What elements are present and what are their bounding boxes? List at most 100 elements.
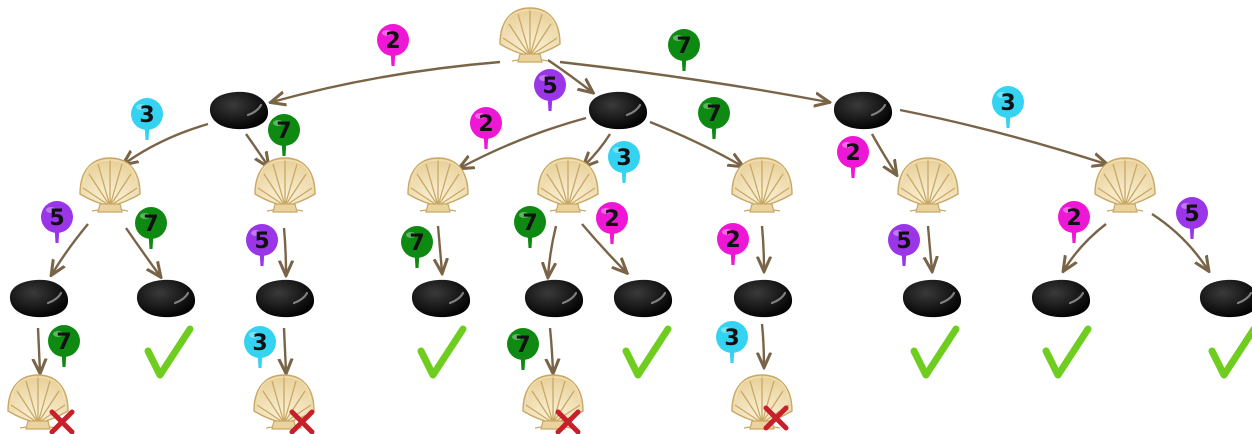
value-pin: 5 [41, 201, 73, 243]
value-pin: 2 [596, 202, 628, 244]
checkmark-icon [1042, 325, 1092, 379]
pin-number: 2 [725, 228, 740, 253]
edge-arrow [284, 227, 286, 274]
value-pin: 5 [1176, 197, 1208, 239]
shell-node [537, 157, 599, 213]
cross-icon [555, 409, 581, 434]
stone-node [587, 90, 649, 131]
pin-number: 7 [515, 333, 530, 358]
pin-number: 7 [676, 34, 691, 59]
stone-node [8, 278, 70, 319]
edge-arrow [52, 223, 89, 274]
shell-node [522, 374, 584, 430]
pin-number: 5 [896, 229, 911, 254]
stone-node [135, 278, 197, 319]
edge-arrow [762, 225, 764, 270]
edge-arrow [870, 133, 896, 174]
value-pin: 2 [717, 223, 749, 265]
value-pin: 2 [837, 136, 869, 178]
shell-node [731, 374, 793, 430]
stone-node [1030, 278, 1092, 319]
pin-number: 3 [1000, 91, 1015, 116]
stone-node [523, 278, 585, 319]
value-pin: 5 [888, 224, 920, 266]
pin-number: 7 [276, 119, 291, 144]
stone-node [612, 278, 674, 319]
value-pin: 3 [131, 98, 163, 140]
value-pin: 2 [470, 107, 502, 149]
checkmark-icon [622, 325, 672, 379]
stone-node [1198, 278, 1252, 319]
pin-number: 7 [143, 212, 158, 237]
edge-arrow [581, 223, 626, 272]
edge-arrow [38, 327, 40, 372]
pins: 2 7 5 3 7 2 7 3 2 3 5 7 5 7 2 7 2 5 2 5 7 3 7 3 [41, 24, 1208, 370]
pin-number: 2 [845, 141, 860, 166]
checkmark-icon [144, 325, 194, 379]
edge-arrow [547, 59, 592, 92]
edge-arrow [928, 225, 932, 270]
shell-node [407, 157, 469, 213]
stone-node [832, 90, 894, 131]
pin-number: 5 [542, 74, 557, 99]
stone-node [732, 278, 794, 319]
cross-icon [763, 405, 789, 431]
edge-arrow [124, 122, 209, 164]
value-pin: 3 [244, 326, 276, 368]
stone-node [410, 278, 472, 319]
cross-icon [289, 409, 315, 434]
shell-node [254, 157, 316, 213]
pin-number: 2 [604, 207, 619, 232]
value-pin: 3 [608, 141, 640, 183]
checkmark-icon [910, 325, 960, 379]
value-pin: 5 [246, 224, 278, 266]
edge-arrow [1151, 212, 1208, 270]
stone-node [254, 278, 316, 319]
pin-number: 2 [1066, 206, 1081, 231]
pin-number: 7 [409, 231, 424, 256]
pin-number: 5 [1184, 202, 1199, 227]
value-pin: 7 [507, 328, 539, 370]
value-pin: 5 [534, 69, 566, 111]
pin-number: 7 [56, 330, 71, 355]
edges [38, 59, 1208, 372]
edge-arrow [584, 133, 612, 166]
value-pin: 7 [698, 97, 730, 139]
cross-icon [49, 409, 75, 434]
checkmark-icon [1208, 326, 1252, 379]
edge-arrow [284, 327, 286, 372]
shell-node [897, 157, 959, 213]
pin-number: 3 [724, 326, 739, 351]
edge-arrow [762, 323, 764, 366]
outcomes [49, 325, 1252, 434]
edge-arrow [272, 60, 501, 102]
pin-number: 3 [616, 146, 631, 171]
pin-number: 5 [254, 229, 269, 254]
value-pin: 7 [401, 226, 433, 268]
stone-node [901, 278, 963, 319]
edge-arrow [125, 227, 160, 276]
value-pin: 3 [992, 86, 1024, 128]
edge-arrow [245, 133, 268, 166]
shell-node [1094, 157, 1156, 213]
pin-number: 2 [478, 112, 493, 137]
value-pin: 7 [135, 207, 167, 249]
value-pin: 2 [1058, 201, 1090, 243]
pin-number: 3 [139, 103, 154, 128]
edge-arrow [548, 225, 558, 276]
value-pin: 2 [377, 24, 409, 66]
pin-number: 5 [49, 206, 64, 231]
checkmark-icon [417, 325, 467, 379]
edge-arrow [1064, 223, 1107, 270]
pin-number: 7 [706, 102, 721, 127]
edge-arrow [438, 225, 442, 272]
value-pin: 7 [514, 206, 546, 248]
edge-arrow [460, 116, 587, 168]
value-pin: 7 [668, 29, 700, 71]
value-pin: 3 [716, 321, 748, 363]
edge-arrow [649, 120, 742, 166]
stone-node [208, 90, 270, 131]
pin-number: 7 [522, 211, 537, 236]
pin-number: 3 [252, 331, 267, 356]
